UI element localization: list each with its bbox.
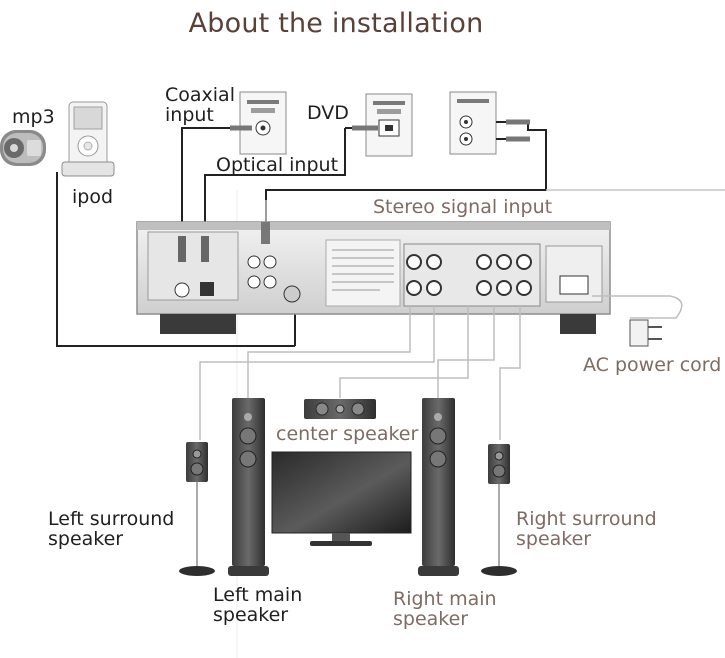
label-dvd: DVD bbox=[307, 102, 349, 124]
audio-output-box-icon bbox=[449, 91, 497, 155]
right-main-speaker-icon bbox=[418, 398, 459, 576]
tv-icon bbox=[271, 451, 412, 546]
signal-lines-soft bbox=[265, 189, 725, 222]
optical-output-box-icon bbox=[365, 93, 413, 157]
label-left-main-speaker: Left main speaker bbox=[213, 584, 303, 626]
label-optical-input: Optical input bbox=[216, 154, 339, 176]
amplifier-icon bbox=[136, 221, 611, 334]
right-surround-speaker-icon bbox=[481, 444, 517, 576]
source-cables bbox=[56, 119, 547, 347]
label-mp3: mp3 bbox=[12, 106, 55, 128]
left-surround-speaker-icon bbox=[179, 442, 215, 576]
label-coaxial-input: Coaxial input bbox=[165, 84, 235, 126]
coaxial-output-box-icon bbox=[239, 91, 287, 155]
mp3-player-icon bbox=[0, 130, 46, 166]
label-center-speaker: center speaker bbox=[276, 423, 419, 445]
label-right-surround-speaker: Right surround speaker bbox=[516, 508, 657, 550]
page-title: About the installation bbox=[188, 8, 484, 39]
left-main-speaker-icon bbox=[228, 398, 269, 576]
label-right-main-speaker: Right main speaker bbox=[393, 588, 497, 630]
label-left-surround-speaker: Left surround speaker bbox=[48, 508, 175, 550]
ipod-dock-icon bbox=[61, 101, 115, 177]
label-ipod: ipod bbox=[72, 186, 114, 208]
label-ac-power-cord: AC power cord bbox=[583, 354, 722, 376]
speaker-wires bbox=[199, 295, 683, 440]
label-stereo-signal-input: Stereo signal input bbox=[373, 196, 553, 218]
power-plug-icon bbox=[629, 319, 662, 347]
center-speaker-icon bbox=[304, 399, 376, 419]
